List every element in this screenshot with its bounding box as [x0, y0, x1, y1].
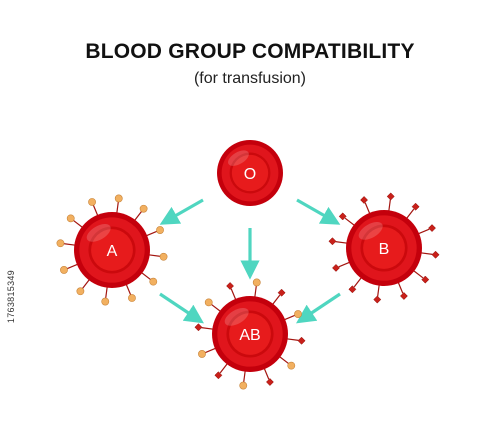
- antigen-a: [139, 204, 148, 213]
- antigen-a: [60, 266, 68, 274]
- antigen-b: [328, 237, 337, 246]
- cell-label-o: O: [244, 166, 256, 183]
- antigen-a: [252, 278, 261, 287]
- antigen-a: [114, 194, 123, 203]
- antigen-a: [56, 239, 65, 248]
- cell-label-b: B: [379, 241, 390, 258]
- antigen-b: [277, 288, 286, 297]
- antigen-a: [239, 381, 248, 390]
- antigen-b: [226, 282, 235, 290]
- diagram-title: BLOOD GROUP COMPATIBILITY: [85, 40, 415, 63]
- arrow-o-to-b: [296, 198, 341, 225]
- antigen-b: [431, 250, 440, 259]
- cell-ab: AB: [194, 278, 306, 390]
- antigen-b: [428, 224, 436, 233]
- antigen-b: [421, 275, 430, 284]
- diagram-subtitle: (for transfusion): [193, 70, 307, 87]
- antigen-b: [338, 212, 347, 221]
- arrow-o-to-a: [159, 198, 204, 225]
- antigen-a: [76, 287, 85, 296]
- cell-o: O: [217, 140, 283, 206]
- antigen-b: [265, 378, 274, 386]
- antigen-a: [294, 310, 302, 318]
- cell-a: A: [56, 194, 168, 306]
- antigen-b: [348, 285, 357, 294]
- antigen-b: [411, 202, 420, 211]
- antigen-b: [332, 263, 340, 272]
- antigen-b: [360, 196, 369, 204]
- antigen-b: [399, 292, 408, 300]
- cell-label-a: A: [107, 243, 118, 260]
- antigen-b: [297, 336, 306, 345]
- antigen-a: [156, 226, 164, 234]
- arrow-a-to-ab: [159, 292, 204, 324]
- antigen-a: [88, 198, 96, 206]
- antigen-b: [373, 295, 382, 304]
- cell-label-ab: AB: [239, 327, 260, 344]
- antigen-a: [204, 298, 213, 307]
- cell-b: B: [328, 192, 440, 304]
- antigen-b: [194, 323, 203, 332]
- antigen-a: [101, 297, 110, 306]
- antigen-b: [214, 371, 223, 380]
- antigen-a: [198, 350, 206, 358]
- antigen-a: [287, 361, 296, 370]
- antigen-a: [66, 214, 75, 223]
- antigen-b: [386, 192, 395, 201]
- antigen-a: [128, 294, 136, 302]
- arrow-b-to-ab: [296, 292, 341, 324]
- stock-image-id: 1763815349: [6, 270, 16, 324]
- antigen-a: [149, 277, 158, 286]
- arrows-layer: [159, 198, 341, 324]
- antigen-a: [159, 252, 168, 261]
